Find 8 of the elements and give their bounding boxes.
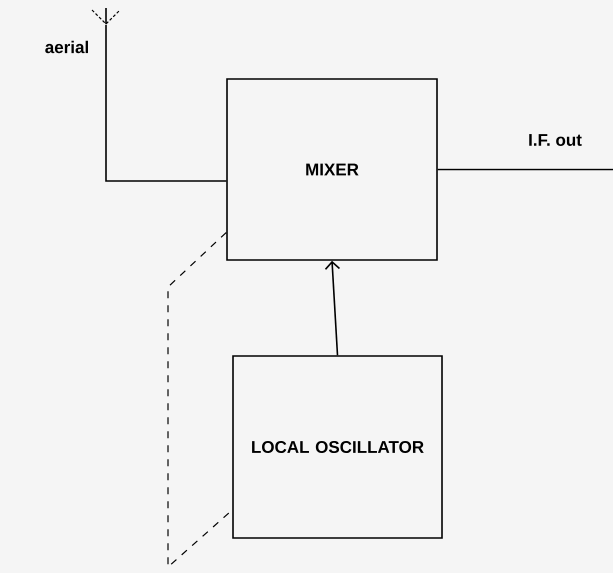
arrow [324,260,340,356]
antenna-label: aerial [45,40,88,54]
edge-label: I.F. out [529,134,582,146]
connector-line [105,24,226,182]
antenna-symbol [92,8,120,25]
block-box: LOCAL OSCILLATOR [232,355,443,539]
block-box: MIXER [226,78,438,261]
connector-line [438,168,613,170]
